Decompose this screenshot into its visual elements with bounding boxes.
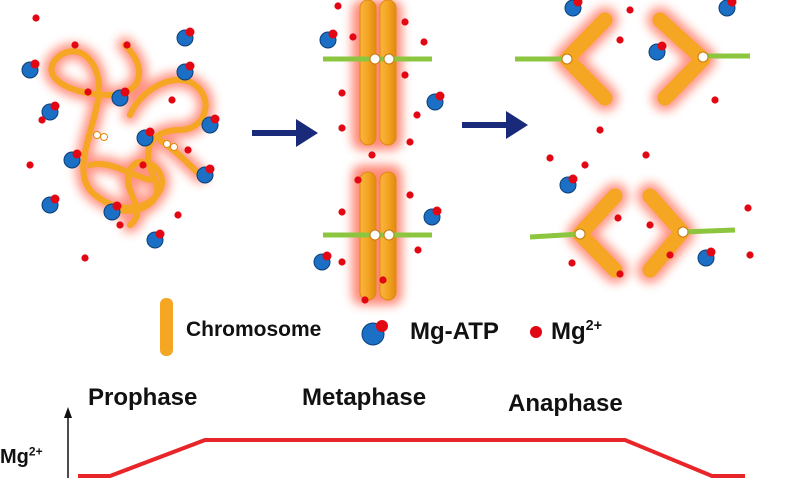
mg-ion bbox=[81, 254, 89, 262]
prophase-chromatin bbox=[43, 37, 214, 233]
mg-ion bbox=[334, 2, 342, 10]
mg-ion bbox=[642, 151, 650, 159]
mg-atp-mg-part bbox=[435, 91, 445, 101]
mg-ion bbox=[616, 270, 624, 278]
mg-ion bbox=[546, 154, 554, 162]
mg-ion bbox=[414, 246, 422, 254]
mg-ion bbox=[368, 151, 376, 159]
mg-atp-molecules bbox=[21, 0, 737, 271]
mg-atp-mg-part bbox=[72, 149, 82, 159]
mg-ion bbox=[413, 111, 421, 119]
arrow-prophase-to-metaphase bbox=[252, 119, 318, 147]
mg-atp-mg-part bbox=[205, 164, 215, 174]
mg-ion bbox=[174, 211, 182, 219]
mg-atp-mg-part bbox=[210, 114, 220, 124]
mg-atp-mg-part bbox=[432, 206, 442, 216]
mg-ion bbox=[84, 88, 92, 96]
mg-atp-mg-part bbox=[657, 41, 667, 51]
mg-ion bbox=[379, 276, 387, 284]
mg-ion bbox=[71, 41, 79, 49]
mg-ion bbox=[596, 126, 604, 134]
anaphase-chromatids-bottom bbox=[529, 183, 736, 283]
mg-ion bbox=[338, 124, 346, 132]
mg-atp-mg-part bbox=[50, 194, 60, 204]
mg-ion bbox=[744, 204, 752, 212]
mg-ion bbox=[168, 96, 176, 104]
mg-ions bbox=[26, 2, 754, 304]
mg-ion bbox=[711, 96, 719, 104]
legend-chromosome-label: Chromosome bbox=[186, 318, 322, 341]
legend-chromosome-icon bbox=[160, 298, 173, 356]
mg-ion bbox=[614, 214, 622, 222]
mg-ion bbox=[746, 251, 754, 259]
legend-mgatp-label: Mg-ATP bbox=[410, 318, 499, 345]
mg-ion bbox=[338, 208, 346, 216]
mg-atp-mg-part bbox=[185, 27, 195, 37]
mg-ion bbox=[568, 259, 576, 267]
mg-level-line bbox=[78, 438, 745, 478]
mg-atp-mg-part bbox=[112, 201, 122, 211]
phase-label-prophase: Prophase bbox=[88, 384, 198, 411]
mg-atp-mg-part bbox=[573, 0, 583, 7]
mg-ion bbox=[123, 41, 131, 49]
mg-ion bbox=[338, 89, 346, 97]
anaphase-chromatids-top bbox=[515, 7, 750, 111]
mg-atp-mg-part bbox=[185, 61, 195, 71]
mg-ion bbox=[626, 6, 634, 14]
mg-ion bbox=[646, 221, 654, 229]
mg-atp-mg-part bbox=[120, 87, 130, 97]
mg-ion bbox=[184, 146, 192, 154]
graph-y-axis-label: Mg2+ bbox=[0, 444, 43, 468]
mg-ion bbox=[406, 138, 414, 146]
mg-ion bbox=[581, 161, 589, 169]
mg-ion bbox=[666, 251, 674, 259]
mg-ion bbox=[401, 71, 409, 79]
mg-atp-mg-part bbox=[50, 101, 60, 111]
arrow-metaphase-to-anaphase bbox=[462, 111, 528, 139]
mg-ion bbox=[420, 38, 428, 46]
mg-ion bbox=[401, 18, 409, 26]
mg-ion bbox=[32, 14, 40, 22]
graph-y-axis-arrowhead bbox=[64, 407, 72, 418]
mg-ion bbox=[616, 36, 624, 44]
mg-atp-mg-part bbox=[727, 0, 737, 7]
mg-ion bbox=[338, 258, 346, 266]
mg-atp-mg-part bbox=[706, 247, 716, 257]
mg-ion bbox=[406, 191, 414, 199]
mg-atp-mg-part bbox=[322, 251, 332, 261]
mg-atp-mg-part bbox=[328, 29, 338, 39]
mg-atp-mg-part bbox=[568, 174, 578, 184]
mg-ion bbox=[38, 116, 46, 124]
metaphase-chromosome-top bbox=[323, 0, 432, 150]
mg-ion bbox=[349, 33, 357, 41]
mg-level-graph bbox=[64, 407, 745, 478]
mg-atp-mg-part bbox=[30, 59, 40, 69]
phase-label-anaphase: Anaphase bbox=[508, 390, 623, 417]
mg-ion bbox=[139, 161, 147, 169]
mg-ion bbox=[116, 221, 124, 229]
mg-atp-mg-part bbox=[145, 127, 155, 137]
metaphase-chromosome-bottom bbox=[323, 165, 432, 305]
phase-label-metaphase: Metaphase bbox=[302, 384, 427, 411]
legend-mgatp-icon bbox=[361, 320, 388, 346]
legend-mg-label: Mg2+ bbox=[551, 318, 603, 345]
mg-ion bbox=[361, 296, 369, 304]
legend-mg-icon bbox=[530, 326, 542, 338]
mg-atp-mg-part bbox=[155, 229, 165, 239]
mg-ion bbox=[354, 176, 362, 184]
mg-ion bbox=[26, 161, 34, 169]
